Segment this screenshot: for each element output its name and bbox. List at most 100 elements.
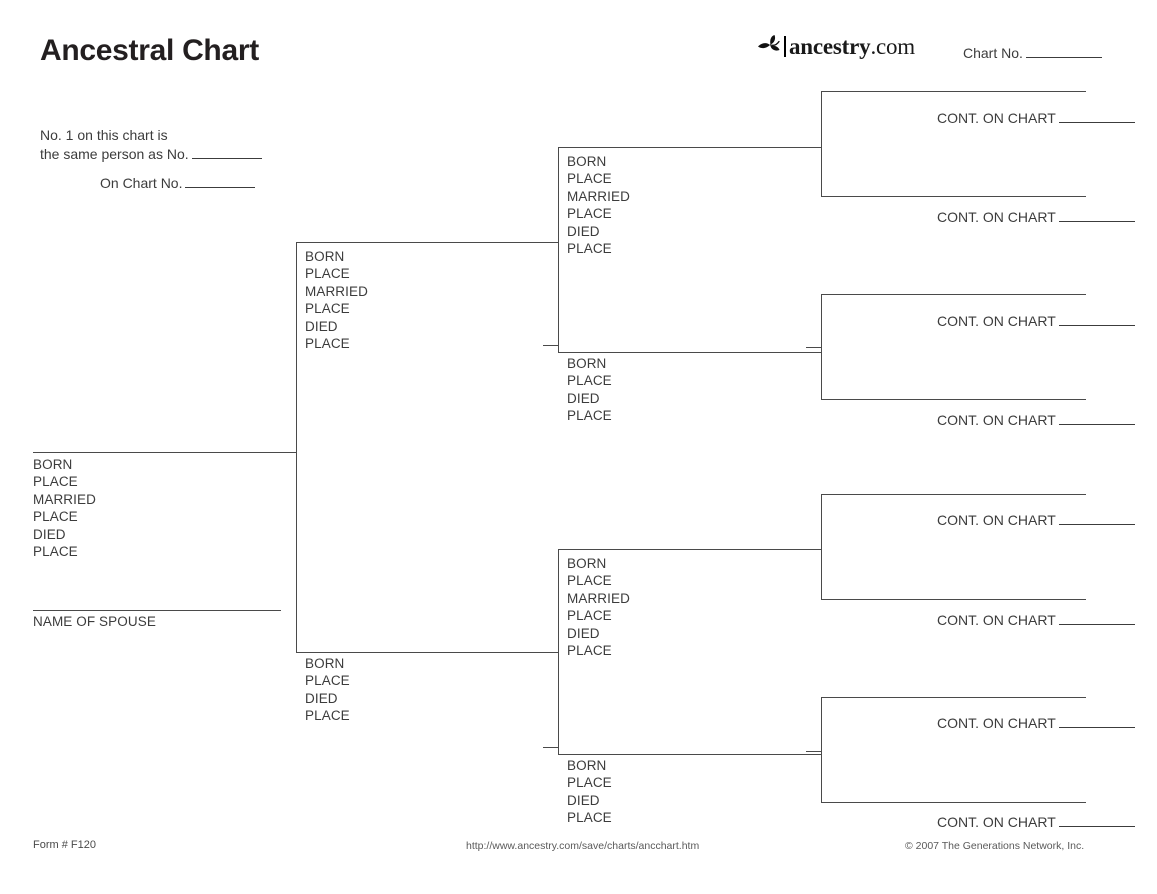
gen3-block4-name-line[interactable] (558, 754, 822, 755)
gen4-slot3-cont[interactable]: CONT. ON CHART (937, 313, 1135, 329)
field-label: BORN (567, 758, 607, 773)
gen4-slot5-name-line[interactable] (821, 494, 1086, 495)
gen3-connector-stub-top (543, 345, 559, 346)
gen4-slot1-name-line[interactable] (821, 91, 1086, 92)
spouse-name-line[interactable] (33, 610, 281, 611)
gen4-slot8-cont[interactable]: CONT. ON CHART (937, 814, 1135, 830)
cont-label: CONT. ON CHART (937, 512, 1056, 528)
field-label: PLACE (33, 474, 78, 490)
gen4-slot6-name-line[interactable] (821, 599, 1086, 600)
person1-fields: BORN PLACE MARRIED PLACE DIED PLACE (33, 456, 96, 560)
field-label: PLACE (305, 336, 350, 352)
on-chart-no-label: On Chart No. (100, 175, 183, 191)
field-label: PLACE (567, 241, 612, 257)
field-label: PLACE (567, 643, 612, 659)
cont-label: CONT. ON CHART (937, 715, 1056, 731)
person1-name-line[interactable] (33, 452, 296, 453)
spouse-label: NAME OF SPOUSE (33, 614, 156, 629)
cont-label: CONT. ON CHART (937, 110, 1056, 126)
cont-label: CONT. ON CHART (937, 313, 1056, 329)
gen4-slot4-cont[interactable]: CONT. ON CHART (937, 412, 1135, 428)
cont-label: CONT. ON CHART (937, 612, 1056, 628)
field-label: BORN (567, 556, 607, 571)
same-person-blank[interactable] (191, 158, 262, 159)
copyright-notice: © 2007 The Generations Network, Inc. (905, 840, 1085, 852)
field-label: PLACE (567, 171, 612, 187)
gen4-slot7-cont[interactable]: CONT. ON CHART (937, 715, 1135, 731)
gen3-block3-name-line[interactable] (558, 549, 822, 550)
on-chart-no-field[interactable]: On Chart No. (100, 175, 256, 191)
field-label: PLACE (567, 206, 612, 222)
field-label: DIED (33, 526, 66, 542)
cont-blank[interactable] (1058, 221, 1135, 222)
gen4-slot7-name-line[interactable] (821, 697, 1086, 698)
field-label: PLACE (567, 775, 612, 791)
gen4-slot2-cont[interactable]: CONT. ON CHART (937, 209, 1135, 225)
gen2-mother-name-line[interactable] (296, 652, 558, 653)
gen2-father-name-line[interactable] (296, 242, 558, 243)
on-chart-no-blank[interactable] (185, 187, 256, 188)
gen3-block2-fields: BORN PLACE DIED PLACE (567, 355, 612, 425)
gen2-connector-vertical (296, 242, 297, 652)
field-label: BORN (567, 356, 607, 371)
field-label: DIED (567, 223, 600, 239)
gen2-mother-fields: BORN PLACE DIED PLACE (305, 655, 350, 725)
gen2-connector-stub (281, 452, 297, 453)
field-label: BORN (305, 656, 345, 671)
cont-label: CONT. ON CHART (937, 814, 1056, 830)
field-label: DIED (567, 792, 600, 808)
field-label: PLACE (567, 573, 612, 589)
gen3-block1-name-line[interactable] (558, 147, 822, 148)
gen4-slot6-cont[interactable]: CONT. ON CHART (937, 612, 1135, 628)
cont-blank[interactable] (1058, 424, 1135, 425)
gen4-slot2-name-line[interactable] (821, 196, 1086, 197)
footer-url[interactable]: http://www.ancestry.com/save/charts/ancc… (466, 840, 700, 852)
chart-no-field[interactable]: Chart No. (963, 45, 1102, 61)
gen4-connector-stub-a (806, 147, 822, 148)
chart-no-blank[interactable] (1025, 57, 1102, 58)
field-label: PLACE (567, 373, 612, 389)
cont-blank[interactable] (1058, 524, 1135, 525)
field-label: PLACE (567, 810, 612, 826)
gen3-connector-vertical-top (558, 147, 559, 352)
field-label: PLACE (33, 544, 78, 560)
cont-blank[interactable] (1058, 624, 1135, 625)
gen4-slot4-name-line[interactable] (821, 399, 1086, 400)
note-line-2-label: the same person as No. (40, 146, 189, 162)
gen4-bracket-d-vertical (821, 697, 822, 802)
gen4-connector-stub-c (806, 549, 822, 550)
ancestry-leaf-icon (758, 35, 780, 51)
field-label: PLACE (305, 301, 350, 317)
field-label: PLACE (305, 266, 350, 282)
field-label: DIED (567, 390, 600, 406)
gen4-slot1-cont[interactable]: CONT. ON CHART (937, 110, 1135, 126)
field-label: MARRIED (567, 188, 630, 204)
field-label: PLACE (567, 408, 612, 424)
gen2-father-fields: BORN PLACE MARRIED PLACE DIED PLACE (305, 248, 368, 352)
field-label: DIED (305, 690, 338, 706)
cont-blank[interactable] (1058, 826, 1135, 827)
gen3-connector-stub-bottom (543, 747, 559, 748)
cont-label: CONT. ON CHART (937, 209, 1056, 225)
field-label: BORN (305, 249, 345, 264)
gen3-block4-fields: BORN PLACE DIED PLACE (567, 757, 612, 827)
cont-blank[interactable] (1058, 122, 1135, 123)
gen3-connector-vertical-bottom (558, 549, 559, 754)
field-label: PLACE (567, 608, 612, 624)
gen4-slot8-name-line[interactable] (821, 802, 1086, 803)
field-label: MARRIED (305, 283, 368, 299)
field-label: PLACE (305, 708, 350, 724)
field-label: DIED (567, 625, 600, 641)
cont-label: CONT. ON CHART (937, 412, 1056, 428)
gen4-slot5-cont[interactable]: CONT. ON CHART (937, 512, 1135, 528)
gen3-block2-name-line[interactable] (558, 352, 822, 353)
field-label: BORN (567, 154, 607, 169)
note-line-1: No. 1 on this chart is (40, 127, 168, 143)
cont-blank[interactable] (1058, 325, 1135, 326)
cont-blank[interactable] (1058, 727, 1135, 728)
gen4-bracket-b-vertical (821, 294, 822, 399)
page-title: Ancestral Chart (40, 34, 259, 67)
gen4-slot3-name-line[interactable] (821, 294, 1086, 295)
note-line-2[interactable]: the same person as No. (40, 145, 262, 164)
